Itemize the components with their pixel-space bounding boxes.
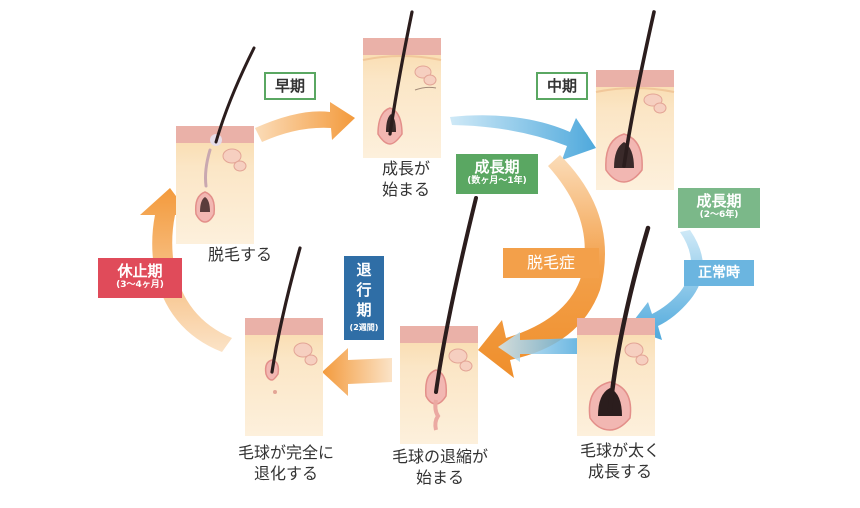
caption-thick-line1: 毛球が太く	[579, 441, 660, 460]
arrow-top-right	[450, 115, 596, 160]
caption-regression-line1: 毛球の退縮が	[391, 447, 488, 466]
label-disorder: 脱毛症	[503, 248, 599, 278]
hair-panel-thick	[577, 225, 655, 436]
label-early: 早期	[264, 72, 316, 100]
label-regression-title: 退行期	[356, 261, 372, 319]
label-normal: 正常時	[684, 260, 754, 286]
arrow-left	[140, 188, 232, 352]
caption-thick-line2: 成長する	[587, 462, 652, 481]
hair-panel-mid	[595, 10, 675, 190]
caption-regression-start: 毛球の退縮が 始まる	[380, 446, 500, 488]
arrow-right-blue	[628, 230, 703, 340]
label-rest-sub: (3〜4ヶ月)	[116, 280, 164, 290]
label-regression-sub: (2週間)	[349, 323, 379, 332]
label-growth-right-title: 成長期	[696, 192, 742, 210]
label-growth-center-sub: (数ヶ月〜1年)	[467, 176, 527, 186]
label-rest-title: 休止期	[117, 262, 163, 280]
caption-fully-regressed-line2: 退化する	[253, 464, 318, 483]
label-growth-right-sub: (2〜6年)	[699, 210, 739, 220]
hair-panel-regression-start	[400, 196, 478, 444]
label-mid: 中期	[536, 72, 588, 100]
label-regression: 退行期 (2週間)	[344, 256, 384, 340]
caption-fully-regressed-line1: 毛球が完全に	[237, 443, 334, 462]
arrow-top-left	[255, 102, 355, 142]
label-growth-center: 成長期 (数ヶ月〜1年)	[456, 154, 538, 194]
arrow-bottom-orange	[322, 348, 392, 396]
arrow-bottom-blue	[498, 332, 580, 362]
caption-regression-line2: 始まる	[415, 468, 464, 487]
label-growth-center-title: 成長期	[474, 158, 520, 176]
arrow-disorder	[478, 155, 605, 378]
caption-fully-regressed: 毛球が完全に 退化する	[224, 442, 348, 484]
label-rest: 休止期 (3〜4ヶ月)	[98, 258, 182, 298]
caption-growth-start: 成長が 始まる	[381, 159, 430, 199]
hair-panel-fully-regressed	[245, 246, 323, 436]
hair-panel-shedding	[176, 46, 256, 244]
label-growth-right: 成長期 (2〜6年)	[678, 188, 760, 228]
caption-shedding: 脱毛する	[207, 245, 272, 264]
caption-thick-growth: 毛球が太く 成長する	[560, 440, 680, 482]
hair-panel-growth-start	[362, 10, 442, 158]
